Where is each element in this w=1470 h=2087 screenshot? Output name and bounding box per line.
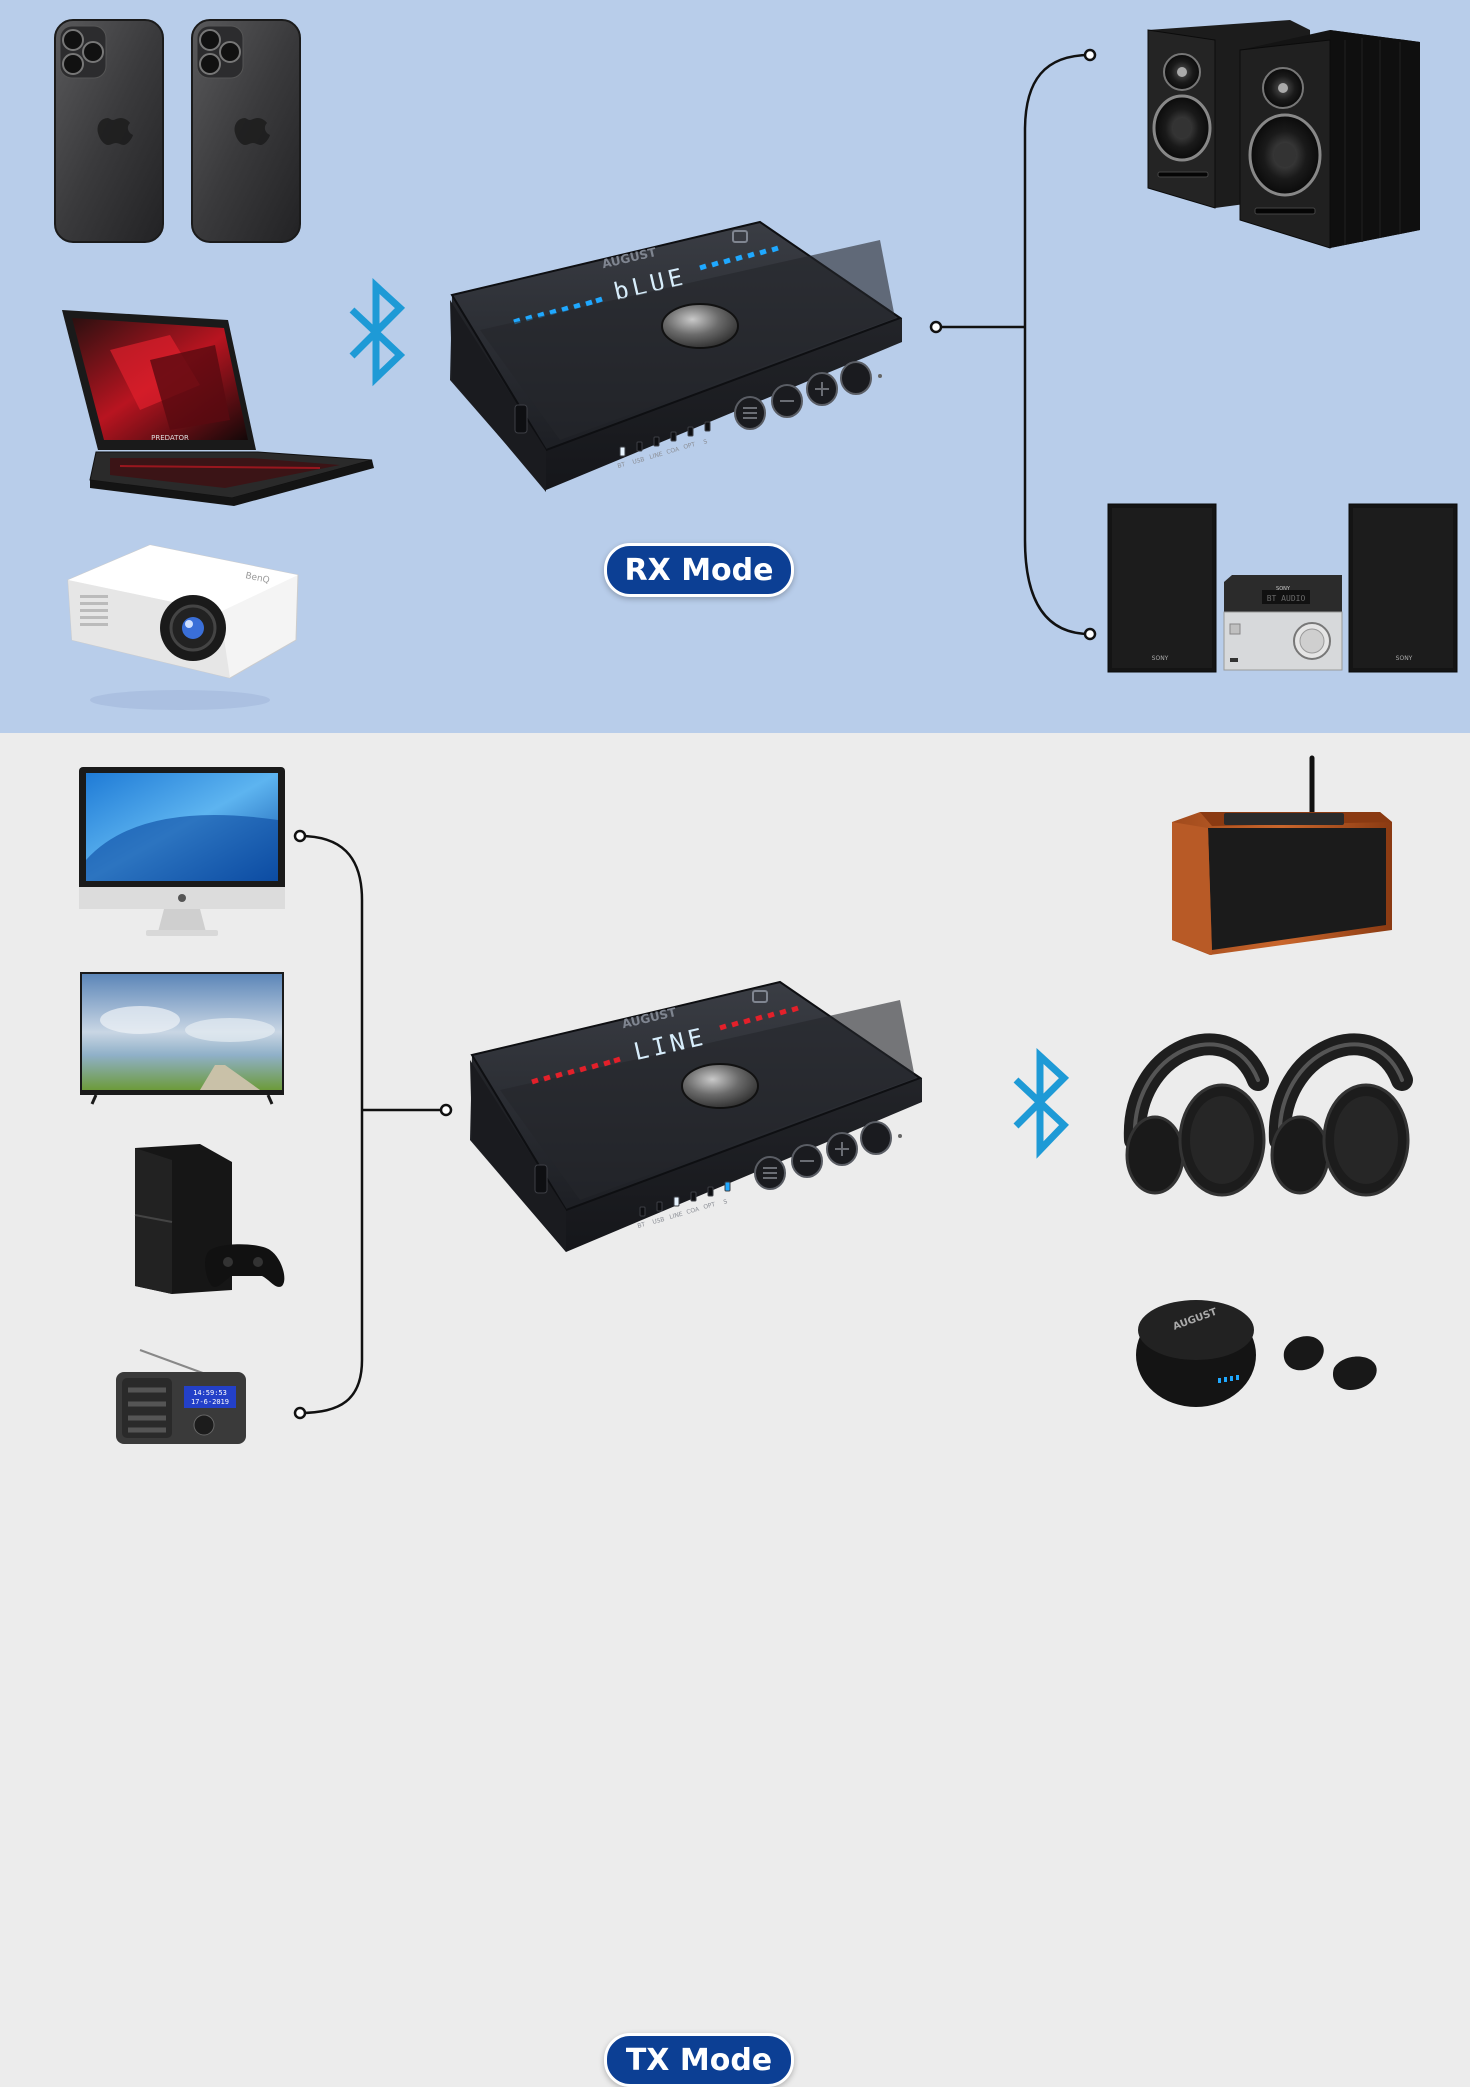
rx-mode-switch: [514, 404, 528, 434]
rx-input-label-coa: COA: [666, 446, 681, 456]
rx-input-label-usb: USB: [632, 456, 646, 466]
headphones-2: [1268, 1033, 1413, 1197]
connector-node: [1083, 627, 1097, 641]
rx-input-label-opt: OPT: [683, 441, 697, 451]
connector-node: [929, 320, 943, 334]
headphones-1: [1123, 1033, 1269, 1197]
tx-illustration: 14:59:53 17-6-2019 LINE AUGUST: [79, 755, 1413, 1444]
rx-level-indicator-right: [699, 245, 779, 271]
radio-display-time: 14:59:53: [193, 1389, 227, 1397]
tx-mode-badge: TX Mode: [604, 2033, 794, 2087]
radio-display-date: 17-6-2019: [191, 1398, 229, 1406]
connector-node: [293, 1406, 307, 1420]
game-console: [134, 1144, 285, 1294]
tx-level-indicator-left: [531, 1056, 621, 1085]
tx-input-label-usb: USB: [652, 1216, 666, 1226]
rx-mode-badge: RX Mode: [604, 543, 794, 597]
rx-knob: [661, 303, 739, 349]
projector: BenQ: [67, 544, 299, 710]
right-speaker-logo: SONY: [1396, 655, 1413, 662]
hifi-logo: SONY: [1276, 586, 1291, 592]
smartphone-2: [191, 19, 301, 243]
tx-level-indicator-right: [719, 1005, 799, 1031]
imac: [79, 767, 285, 936]
projector-logo: BenQ: [244, 571, 270, 586]
tx-input-label-opt: OPT: [703, 1201, 717, 1211]
rx-pair-button: [840, 361, 872, 395]
nfc-icon: [732, 230, 748, 243]
rx-transceiver-device: bLUE AUGUST BT USB: [450, 220, 903, 492]
tv: [80, 972, 284, 1105]
rx-output-connector: [940, 53, 1091, 636]
wooden-bluetooth-speaker: [1172, 755, 1392, 955]
rx-illustration: PREDATOR BenQ: [54, 19, 1458, 710]
rx-input-label-s: S: [703, 438, 709, 446]
tx-pair-button: [860, 1121, 892, 1155]
connector-node: [439, 1103, 453, 1117]
earbuds: AUGUST: [1136, 1300, 1377, 1407]
left-speaker-logo: SONY: [1152, 655, 1169, 662]
tx-mode-panel: 14:59:53 17-6-2019 LINE AUGUST: [0, 733, 1470, 2087]
connector-node: [293, 829, 307, 843]
nfc-icon: [752, 990, 768, 1003]
tx-mode-switch: [534, 1164, 548, 1194]
tx-input-label-line: LINE: [669, 1211, 684, 1221]
tx-input-label-s: S: [723, 1198, 729, 1206]
rx-input-label-line: LINE: [649, 451, 664, 461]
tx-input-label-coa: COA: [686, 1206, 701, 1216]
bluetooth-icon: [349, 278, 406, 387]
smartphone-1: [54, 19, 164, 243]
dab-radio: 14:59:53 17-6-2019: [116, 1349, 246, 1444]
rx-input-label-bt: BT: [617, 461, 627, 470]
game-controller: [205, 1244, 285, 1287]
tx-transceiver-device: LINE AUGUST BT USB LINE CO: [470, 980, 923, 1252]
micro-hifi-system: SONY SONY BT AUDIO SONY: [1107, 503, 1458, 673]
gaming-laptop: PREDATOR: [62, 310, 374, 506]
connector-node: [1083, 48, 1097, 62]
apple-logo-icon: [178, 894, 186, 902]
tx-knob: [681, 1063, 759, 1109]
tx-input-label-bt: BT: [637, 1221, 647, 1230]
bluetooth-icon: [1013, 1048, 1070, 1159]
tx-input-connector: [299, 834, 444, 1415]
rx-level-indicator-left: [513, 296, 603, 325]
rx-mode-panel: PREDATOR BenQ: [0, 0, 1470, 733]
bookshelf-speakers: [1147, 20, 1420, 249]
laptop-logo: PREDATOR: [151, 434, 189, 442]
hifi-display-text: BT AUDIO: [1267, 594, 1306, 603]
